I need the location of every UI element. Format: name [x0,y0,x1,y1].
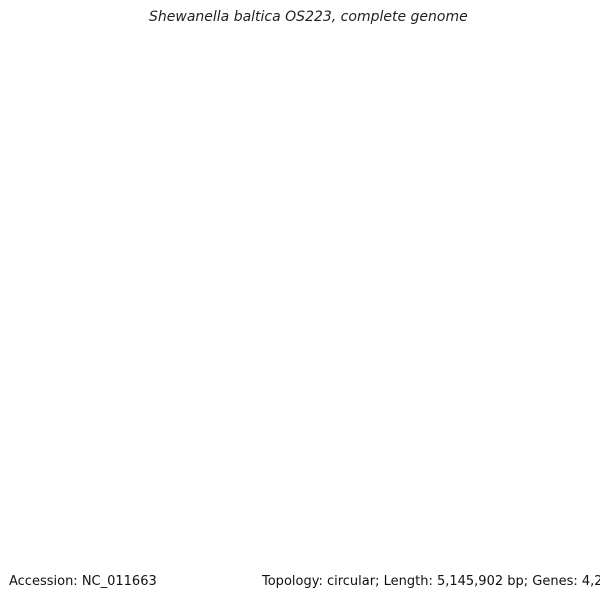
topology-summary: Topology: circular; Length: 5,145,902 bp… [262,574,600,589]
accession-text: Accession: NC_011663 [9,574,157,589]
map-title: Shewanella baltica OS223, complete genom… [147,9,470,25]
